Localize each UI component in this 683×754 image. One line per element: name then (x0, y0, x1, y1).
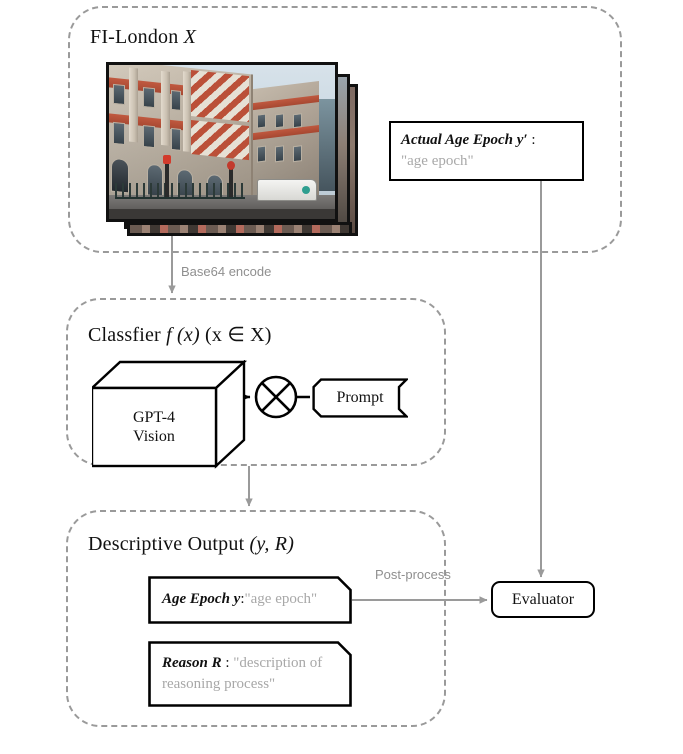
photo-window (293, 145, 302, 163)
photo-window (257, 145, 266, 163)
classifier-title-prefix: Classfier (88, 324, 167, 346)
cube-3d-outline (92, 360, 248, 469)
photo-chevron-brickwork (191, 120, 249, 161)
gpt4-vision-model-box[interactable]: GPT-4 Vision (92, 360, 252, 472)
prompt-label: Prompt (336, 389, 384, 406)
age-epoch-box-shape (148, 576, 352, 624)
reason-output-box: Reason R : "description of reasoning pro… (148, 641, 352, 707)
photo-stack[interactable] (106, 62, 368, 244)
photo-window (171, 89, 181, 111)
output-title-math: (y, R) (249, 533, 295, 555)
combine-operator (250, 371, 302, 423)
actual-age-epoch-label-text: Actual Age Epoch y′ (401, 132, 528, 148)
group-classifier (66, 298, 446, 466)
label-post-process: Post-process (375, 567, 451, 582)
photo-railings (115, 183, 245, 199)
photo-road (109, 209, 335, 219)
photo-window (275, 145, 284, 163)
group-dataset (68, 6, 622, 253)
reason-output-value-line-2: reasoning process" (162, 676, 276, 693)
gpt4-vision-line-2: Vision (133, 428, 175, 445)
age-epoch-output-box: Age Epoch y : "age epoch" (148, 576, 352, 624)
reason-output-label: Reason R (162, 655, 222, 671)
label-base64-encode: Base64 encode (181, 264, 272, 279)
gpt4-vision-label: GPT-4 Vision (92, 388, 216, 466)
gpt4-vision-line-1: GPT-4 (132, 408, 176, 426)
photo-thumbnail-front (106, 62, 338, 222)
photo-window (143, 124, 155, 149)
photo-window (257, 113, 266, 129)
actual-age-epoch-value: "age epoch" (401, 153, 474, 170)
evaluator-label: Evaluator (511, 590, 575, 608)
classifier-title-suffix: (x ∈ X) (199, 324, 272, 346)
photo-chevron-brickwork (191, 70, 249, 123)
output-title-text: Descriptive Output (88, 533, 250, 555)
photo-column (183, 71, 191, 153)
group-descriptive-output (66, 510, 446, 727)
output-group-title: Descriptive Output (y, R) (88, 533, 294, 556)
photo-window (113, 121, 125, 146)
photo-window (293, 113, 302, 129)
actual-age-epoch-label: Actual Age Epoch y′ : (401, 130, 572, 151)
reason-output-value-line-1: "description of (233, 655, 323, 671)
reason-output-colon: : (221, 655, 234, 671)
photo-white-van (257, 179, 317, 201)
photo-traffic-signal (163, 155, 171, 197)
dataset-title-symbol: X (183, 26, 197, 48)
photo-window (171, 127, 181, 151)
photo-window (143, 86, 155, 109)
photo-signal-lamp (163, 155, 171, 164)
dataset-group-title: FI-London X (90, 26, 196, 49)
age-epoch-output-value: "age epoch" (244, 591, 318, 608)
actual-age-epoch-colon: : (527, 132, 536, 148)
reason-box-shape (148, 641, 352, 707)
photo-sign-post (227, 161, 235, 197)
prompt-box[interactable]: Prompt (312, 378, 408, 418)
prompt-shape (312, 378, 408, 418)
reason-output-text: Reason R : "description of reasoning pro… (162, 653, 342, 696)
photo-sign-disc (227, 161, 235, 170)
photo-stack-strip (127, 222, 352, 236)
evaluator-box[interactable]: Evaluator (491, 581, 595, 618)
age-epoch-output-text: Age Epoch y : "age epoch" (162, 576, 317, 624)
circle-x-icon (254, 375, 298, 419)
age-epoch-output-colon: : (240, 591, 245, 608)
classifier-title-function: f (x) (166, 324, 200, 346)
actual-age-epoch-box: Actual Age Epoch y′ : "age epoch" (389, 121, 584, 181)
photo-window (275, 113, 284, 129)
photo-column (129, 67, 138, 143)
photo-window (113, 83, 125, 106)
classifier-group-title: Classfier f (x) (x ∈ X) (88, 322, 272, 347)
photo-column (161, 70, 170, 146)
age-epoch-output-label: Age Epoch y (162, 591, 241, 608)
dataset-title-text: FI-London (90, 26, 184, 48)
